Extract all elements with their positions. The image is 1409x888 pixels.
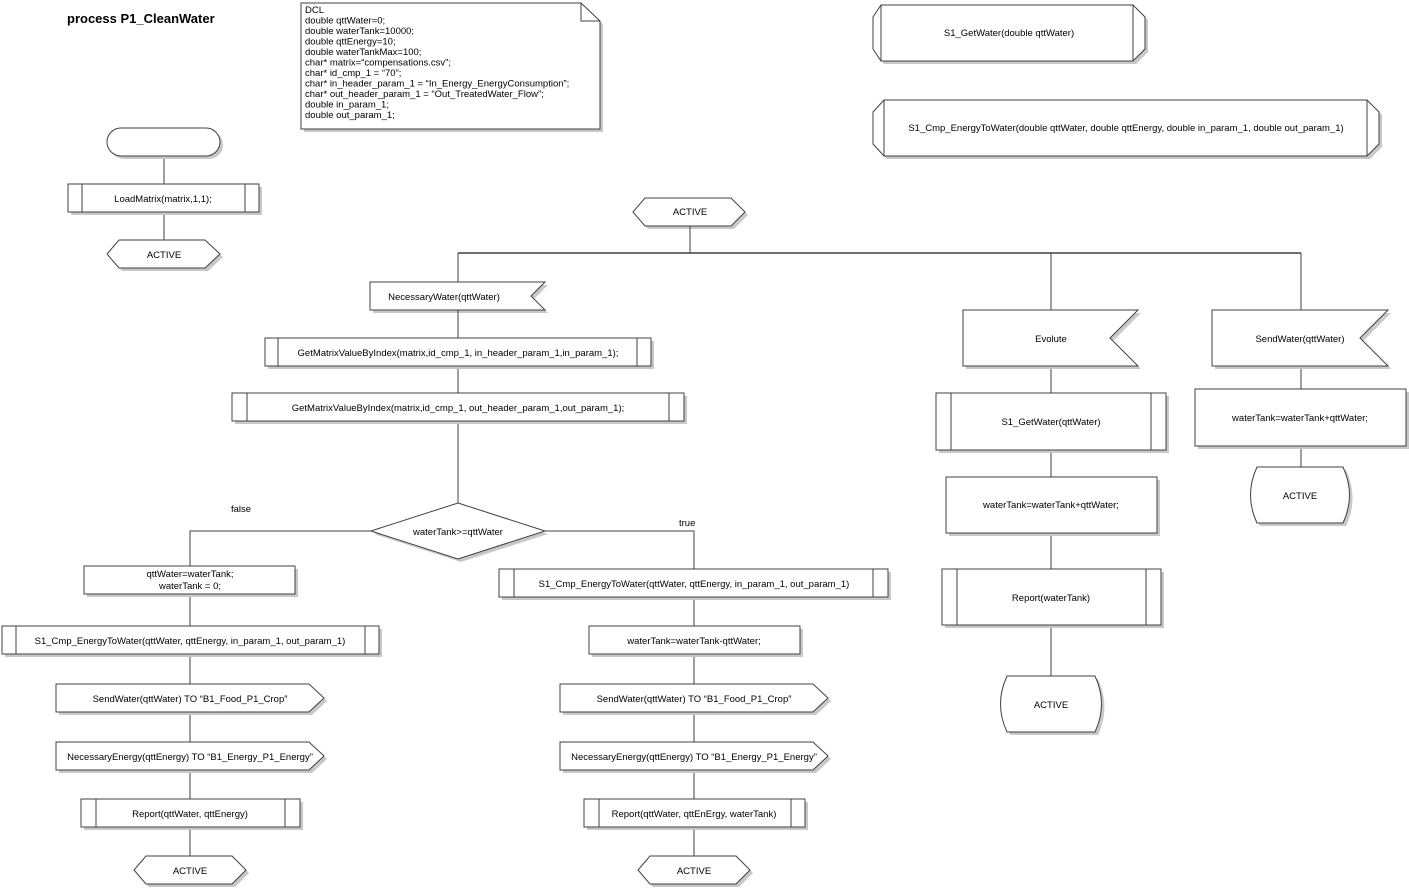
decision-water-tank[interactable]: waterTank>=qttWater — [369, 502, 548, 562]
call-report-true-label: Report(qttWater, qttEnErgy, waterTank) — [612, 809, 777, 820]
declaration-line: double waterTank=10000; — [305, 26, 414, 37]
call-get-matrix-out[interactable]: GetMatrixValueByIndex(matrix,id_cmp_1, o… — [231, 392, 687, 424]
state-active-false-label: ACTIVE — [173, 866, 207, 877]
output-send-water-false-label: SendWater(qttWater) TO “B1_Food_P1_Crop” — [93, 694, 288, 705]
task-assign-water[interactable]: qttWater=waterTank; waterTank = 0; — [83, 565, 298, 597]
task-subtract-water[interactable]: waterTank=waterTank-qttWater; — [588, 625, 803, 657]
declarations-note: DCL double qttWater=0; double waterTank=… — [300, 2, 603, 132]
decision-water-tank-label: waterTank>=qttWater — [412, 527, 503, 538]
state-active-main-label: ACTIVE — [673, 207, 707, 218]
state-active-true[interactable]: ACTIVE — [637, 855, 753, 887]
task-assign-water-line2: waterTank = 0; — [158, 581, 221, 592]
procedure-get-water-label: S1_GetWater(double qttWater) — [944, 28, 1074, 39]
input-send-water-label: SendWater(qttWater) — [1255, 334, 1344, 345]
call-report-false-label: Report(qttWater, qttEnergy) — [132, 809, 248, 820]
false-path: qttWater=waterTank; waterTank = 0; S1_Cm… — [1, 565, 382, 887]
input-send-water[interactable]: SendWater(qttWater) — [1211, 309, 1391, 369]
start-branch: LoadMatrix(matrix,1,1); ACTIVE — [67, 127, 262, 271]
declaration-line: double qttEnergy=10; — [305, 37, 396, 48]
declaration-line: double qttWater=0; — [305, 16, 385, 27]
output-send-energy-false-label: NecessaryEnergy(qttEnergy) TO “B1_Energy… — [67, 752, 313, 763]
call-get-matrix-in[interactable]: GetMatrixValueByIndex(matrix,id_cmp_1, i… — [264, 337, 654, 369]
task-add-water-evolute-label: waterTank=waterTank+qttWater; — [982, 500, 1119, 511]
call-get-water-label: S1_GetWater(qttWater) — [1001, 417, 1100, 428]
call-cmp-energy-false[interactable]: S1_Cmp_EnergyToWater(qttWater, qttEnergy… — [1, 625, 382, 657]
procedure-get-water[interactable]: S1_GetWater(double qttWater) — [872, 4, 1148, 64]
call-get-matrix-out-label: GetMatrixValueByIndex(matrix,id_cmp_1, o… — [292, 403, 625, 414]
task-load-matrix[interactable]: LoadMatrix(matrix,1,1); — [67, 183, 262, 215]
procedure-cmp-energy[interactable]: S1_Cmp_EnergyToWater(double qttWater, do… — [872, 99, 1382, 159]
declaration-line: char* in_header_param_1 = “In_Energy_Ene… — [305, 79, 569, 90]
state-active-label: ACTIVE — [147, 250, 181, 261]
declaration-line: char* out_header_param_1 = “Out_TreatedW… — [305, 89, 544, 100]
task-load-matrix-label: LoadMatrix(matrix,1,1); — [114, 194, 212, 205]
state-active-evolute[interactable]: ACTIVE — [1000, 675, 1105, 735]
task-assign-water-line1: qttWater=waterTank; — [146, 569, 233, 580]
state-active-true-label: ACTIVE — [677, 866, 711, 877]
process-title: process P1_CleanWater — [67, 11, 215, 26]
call-get-matrix-in-label: GetMatrixValueByIndex(matrix,id_cmp_1, i… — [298, 348, 619, 359]
true-path: S1_Cmp_EnergyToWater(qttWater, qttEnergy… — [498, 568, 891, 887]
call-report-evolute-label: Report(waterTank) — [1012, 593, 1090, 604]
call-report-false[interactable]: Report(qttWater, qttEnergy) — [80, 798, 303, 830]
declaration-line: double in_param_1; — [305, 100, 389, 111]
state-active-start[interactable]: ACTIVE — [106, 239, 223, 271]
task-add-water-send-label: waterTank=waterTank+qttWater; — [1231, 413, 1368, 424]
task-add-water-send[interactable]: waterTank=waterTank+qttWater; — [1194, 388, 1409, 449]
task-subtract-water-label: waterTank=waterTank-qttWater; — [626, 636, 761, 647]
input-evolute-label: Evolute — [1035, 334, 1067, 345]
output-send-water-true-label: SendWater(qttWater) TO “B1_Food_P1_Crop” — [597, 694, 792, 705]
call-get-water[interactable]: S1_GetWater(qttWater) — [935, 392, 1169, 453]
call-report-true[interactable]: Report(qttWater, qttEnErgy, waterTank) — [583, 798, 808, 830]
call-cmp-energy-true[interactable]: S1_Cmp_EnergyToWater(qttWater, qttEnergy… — [498, 568, 891, 600]
start-symbol[interactable] — [106, 127, 223, 159]
false-label: false — [231, 504, 251, 515]
output-send-water-true[interactable]: SendWater(qttWater) TO “B1_Food_P1_Crop” — [559, 683, 831, 715]
output-send-energy-true-label: NecessaryEnergy(qttEnergy) TO “B1_Energy… — [571, 752, 817, 763]
call-report-evolute[interactable]: Report(waterTank) — [941, 568, 1164, 628]
call-cmp-energy-false-label: S1_Cmp_EnergyToWater(qttWater, qttEnergy… — [35, 636, 346, 647]
send-water-branch: SendWater(qttWater) waterTank=waterTank+… — [1194, 309, 1409, 526]
state-active-evolute-label: ACTIVE — [1034, 700, 1068, 711]
declaration-line: double waterTankMax=100; — [305, 47, 421, 58]
state-active-false[interactable]: ACTIVE — [133, 855, 249, 887]
output-send-energy-false[interactable]: NecessaryEnergy(qttEnergy) TO “B1_Energy… — [55, 741, 327, 773]
call-cmp-energy-true-label: S1_Cmp_EnergyToWater(qttWater, qttEnergy… — [539, 579, 850, 590]
state-active-main[interactable]: ACTIVE — [632, 197, 748, 229]
output-send-energy-true[interactable]: NecessaryEnergy(qttEnergy) TO “B1_Energy… — [559, 741, 831, 773]
input-necessary-water[interactable]: NecessaryWater(qttWater) — [369, 281, 548, 313]
input-evolute[interactable]: Evolute — [962, 309, 1141, 369]
state-active-send[interactable]: ACTIVE — [1250, 466, 1353, 526]
declaration-line: double out_param_1; — [305, 110, 395, 121]
true-label: true — [679, 518, 695, 529]
input-necessary-water-label: NecessaryWater(qttWater) — [388, 292, 500, 303]
declaration-line: char* matrix=“compensations.csv”; — [305, 58, 451, 69]
declaration-line: char* id_cmp_1 = “70”; — [305, 68, 401, 79]
evolute-branch: Evolute S1_GetWater(qttWater) waterTank=… — [935, 309, 1169, 735]
output-send-water-false[interactable]: SendWater(qttWater) TO “B1_Food_P1_Crop” — [55, 683, 327, 715]
procedure-cmp-energy-label: S1_Cmp_EnergyToWater(double qttWater, do… — [908, 123, 1343, 134]
task-add-water-evolute[interactable]: waterTank=waterTank+qttWater; — [945, 476, 1160, 536]
declaration-line: DCL — [305, 5, 324, 16]
state-active-send-label: ACTIVE — [1283, 491, 1317, 502]
